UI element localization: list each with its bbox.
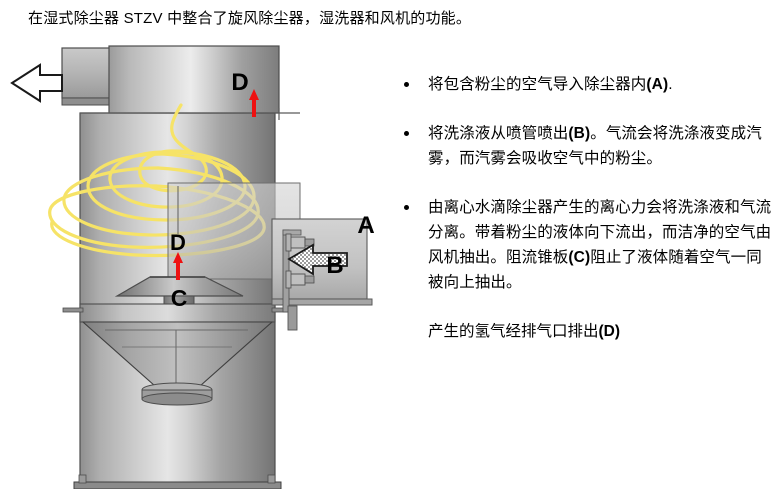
note-exhaust-text: 产生的氢气经排气口排出(D) xyxy=(428,323,621,340)
inlet-housing-base xyxy=(271,298,373,306)
dusty-air-inlet-arrow-icon xyxy=(287,243,348,276)
bullet-list: 将包含粉尘的空气导入除尘器内(A). 将洗涤液从喷管喷出(B)。气流会将洗涤液变… xyxy=(392,72,775,295)
nozzle-lower-mount xyxy=(285,270,292,289)
clean-air-outlet-arrow-icon xyxy=(10,63,63,103)
note-exhaust: 产生的氢气经排气口排出(D) xyxy=(392,319,775,344)
spiral-mid-turn xyxy=(86,150,247,222)
bullet-text: 将包含粉尘的空气导入除尘器内(A). xyxy=(428,76,673,93)
base-foot-left xyxy=(78,474,87,484)
bullet-dot-icon xyxy=(404,82,409,87)
list-item: 将洗涤液从喷管喷出(B)。气流会将洗涤液变成汽雾，而汽雾会吸收空气中的粉尘。 xyxy=(392,121,775,171)
flange-tab-left xyxy=(62,307,84,313)
spray-lance-top-bend xyxy=(282,229,302,236)
list-item: 由离心水滴除尘器产生的离心力会将洗涤液和气流分离。带着粉尘的液体向下流出，而洁净… xyxy=(392,195,775,295)
outlet-duct-flange xyxy=(61,97,113,106)
nozzle-upper-mount xyxy=(285,233,292,252)
outlet-duct-stub xyxy=(61,47,111,99)
bullet-text: 由离心水滴除尘器产生的离心力会将洗涤液和气流分离。带着粉尘的液体向下流出，而洁净… xyxy=(428,199,772,291)
top-plenum xyxy=(61,45,300,120)
top-drum xyxy=(108,45,280,114)
label-c-cone: C xyxy=(171,285,188,311)
spray-nozzle-upper xyxy=(285,233,315,252)
scrubber-svg: D D C A B xyxy=(10,45,375,490)
diagram-figure: D D C A B xyxy=(0,34,390,490)
list-item: 将包含粉尘的空气导入除尘器内(A). xyxy=(392,72,775,97)
nozzle-lower-tip xyxy=(304,275,315,284)
red-arrow-mid-icon xyxy=(173,252,183,280)
red-arrow-top-icon xyxy=(249,89,259,117)
bullet-dot-icon xyxy=(404,205,409,210)
page-title: 在湿式除尘器 STZV 中整合了旋风除尘器，湿洗器和风机的功能。 xyxy=(28,10,472,27)
base-plate xyxy=(73,481,282,490)
lower-hopper xyxy=(81,321,274,406)
label-a-inlet: A xyxy=(357,212,374,239)
spiral-wide-turn xyxy=(62,152,256,237)
bullet-text: 将洗涤液从喷管喷出(B)。气流会将洗涤液变成汽雾，而汽雾会吸收空气中的粉尘。 xyxy=(428,125,762,167)
base-foot-right xyxy=(267,474,276,484)
red-arrow-mid xyxy=(173,252,183,280)
mid-flange-band xyxy=(62,303,293,323)
spray-lance-drop xyxy=(287,305,298,331)
outlet-arrow xyxy=(10,63,63,103)
label-d-mid: D xyxy=(170,230,186,255)
red-arrow-top xyxy=(249,89,259,117)
label-b-nozzle: B xyxy=(326,252,343,279)
drain-flange-bottom xyxy=(141,392,213,406)
inlet-assembly xyxy=(271,218,373,331)
notes-panel: 将包含粉尘的空气导入除尘器内(A). 将洗涤液从喷管喷出(B)。气流会将洗涤液变… xyxy=(392,72,775,412)
bullet-dot-icon xyxy=(404,131,409,136)
spray-nozzle-lower xyxy=(285,270,315,289)
label-d-top: D xyxy=(231,69,248,96)
